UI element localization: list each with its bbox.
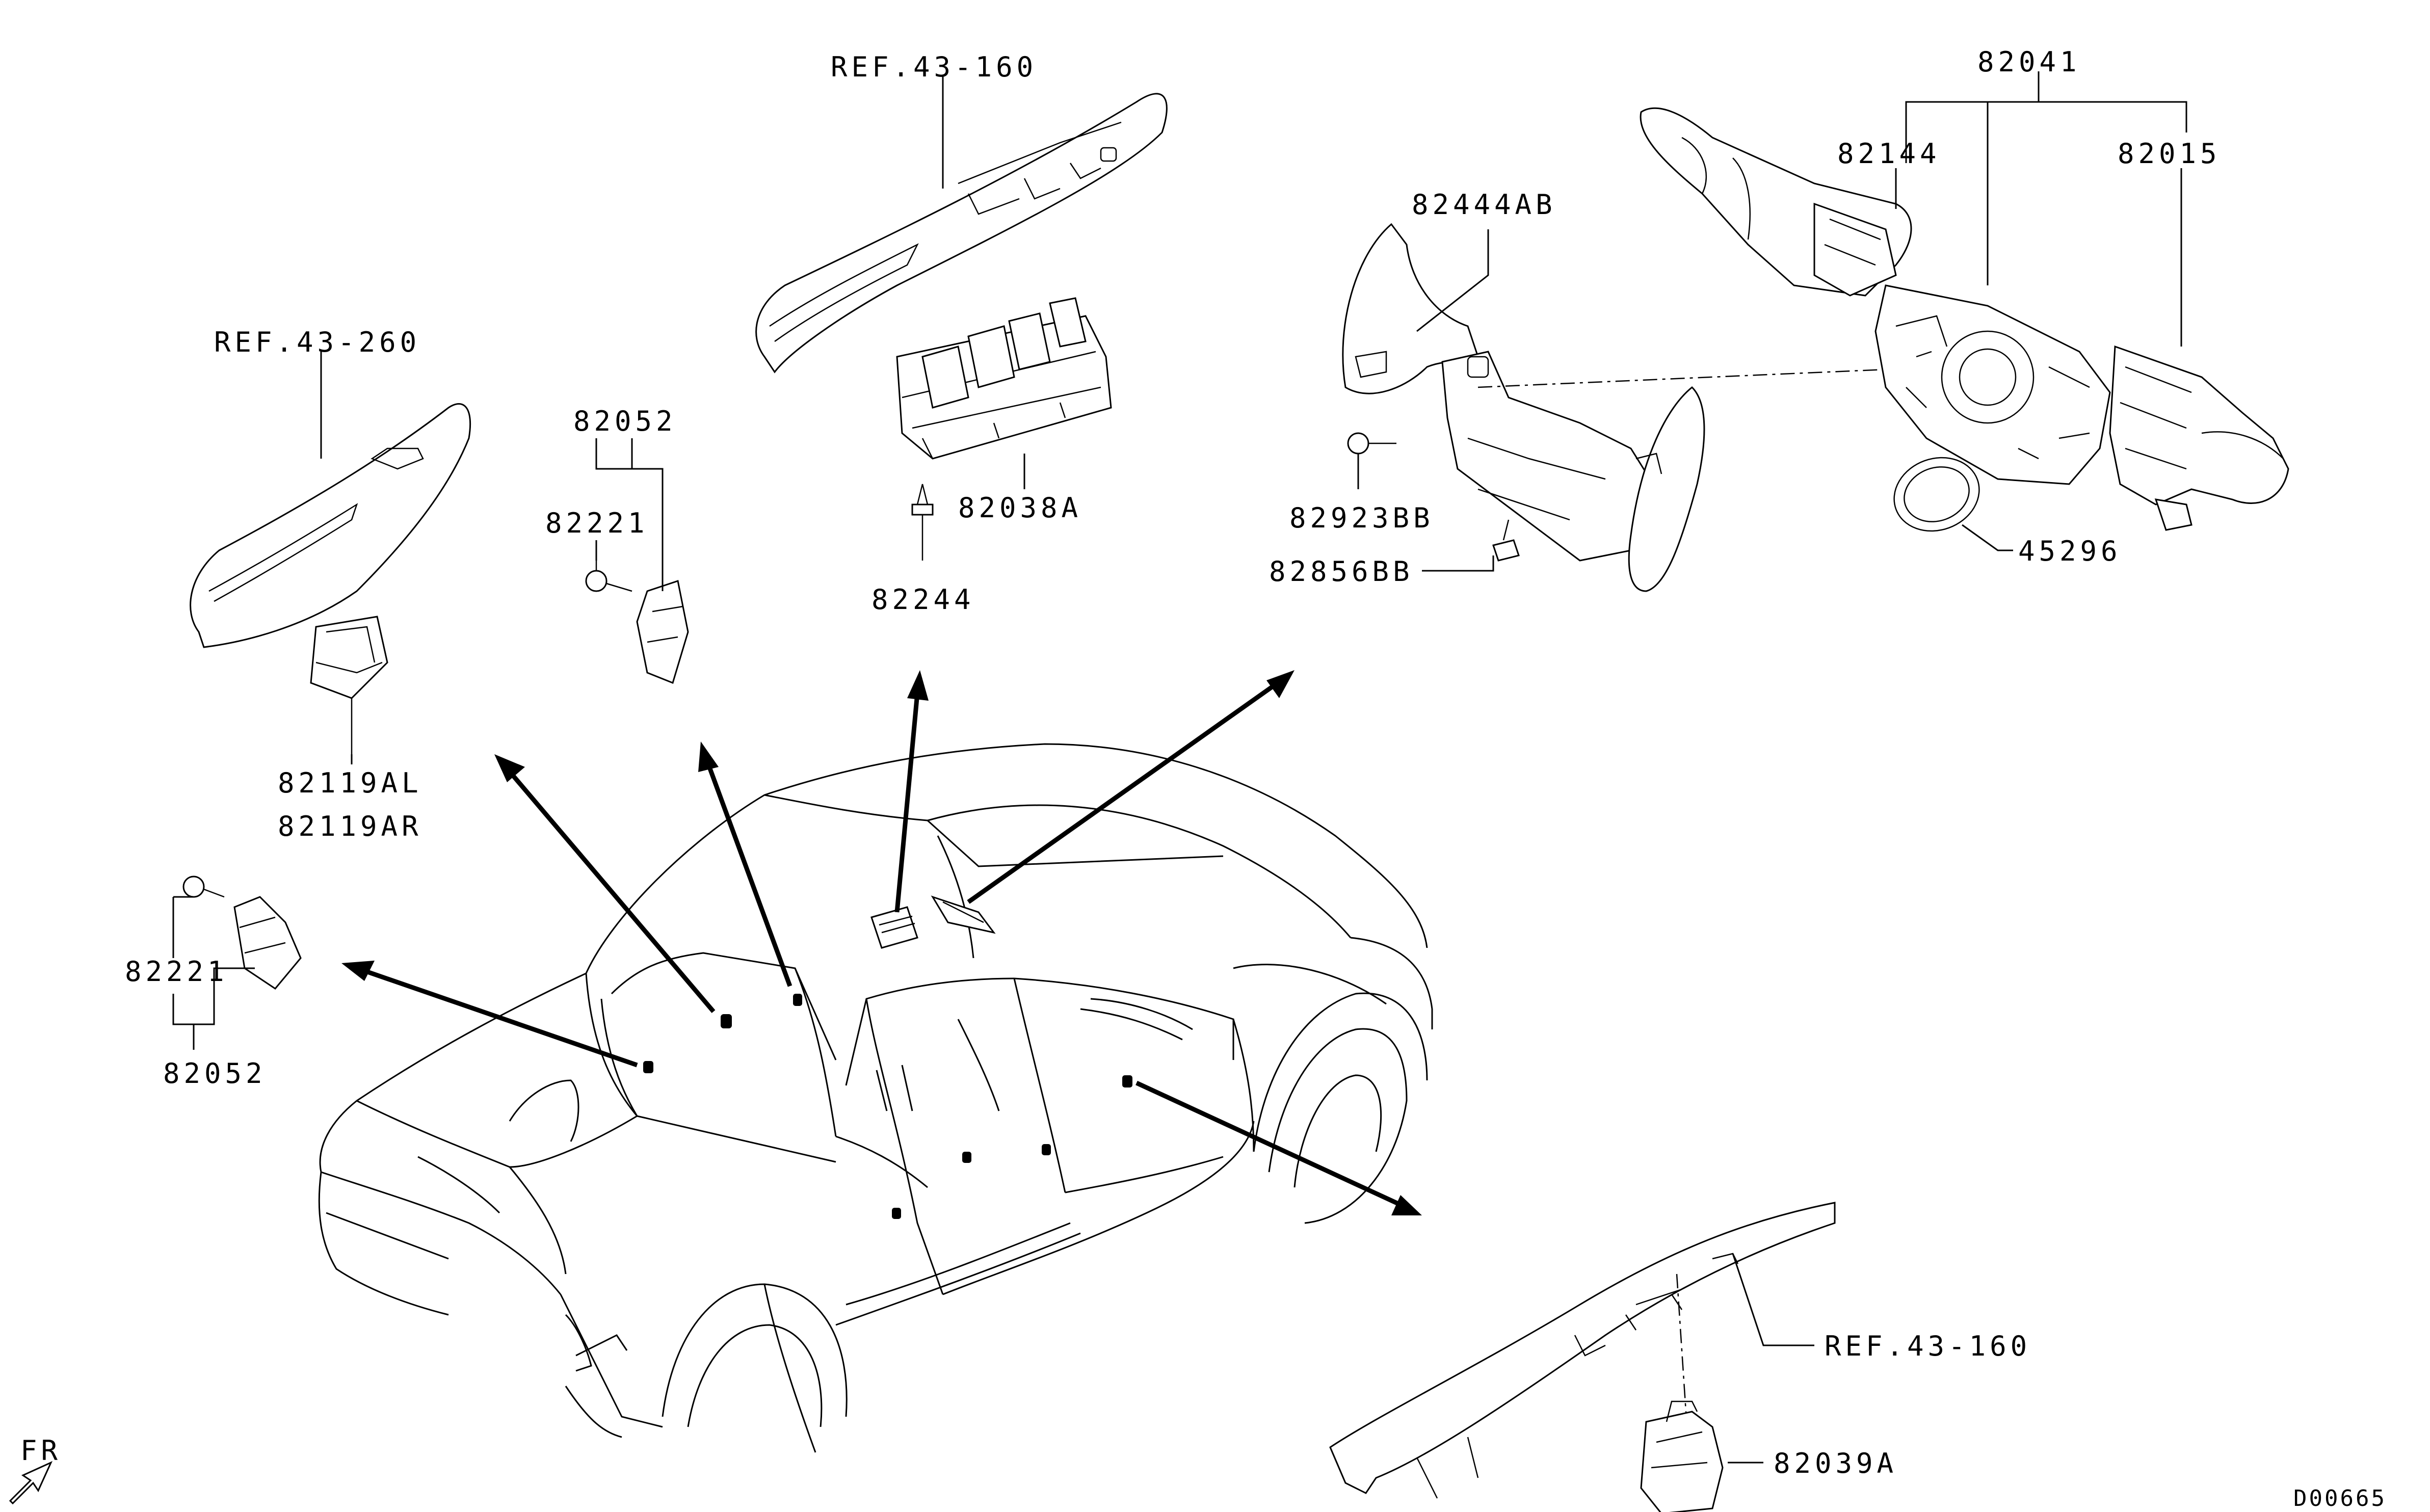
diagram-code: D00665 <box>2293 1486 2387 1511</box>
label-82119al: 82119AL <box>278 767 422 799</box>
label-82015: 82015 <box>2118 138 2221 170</box>
label-ref-43-160-bottom: REF.43-160 <box>1825 1330 2031 1362</box>
label-ref-43-160-top: REF.43-160 <box>831 51 1037 83</box>
label-82052-top: 82052 <box>573 405 677 437</box>
alignment-line <box>1477 368 1886 388</box>
part-labels: REF.43-160 REF.43-260 82052 82221 82038A… <box>20 46 2387 1511</box>
label-fr: FR <box>20 1435 62 1467</box>
door-trim-bottom <box>1329 1202 1836 1499</box>
power-window-switch-82038A <box>896 297 1112 460</box>
switch-82052-left <box>182 876 302 990</box>
label-82119ar: 82119AR <box>278 810 422 842</box>
front-direction-indicator <box>9 1461 53 1505</box>
column-switch-82041 <box>1640 107 2289 531</box>
label-82041: 82041 <box>1977 46 2081 78</box>
window-switch-82119 <box>310 616 388 754</box>
paddle-shift-82444AB <box>1342 223 1705 592</box>
location-arrows <box>341 670 1422 1215</box>
label-82221-left: 82221 <box>125 956 228 988</box>
screw-82244 <box>911 484 934 561</box>
label-82923bb: 82923BB <box>1289 502 1434 534</box>
label-82244: 82244 <box>871 583 975 616</box>
door-trim-top <box>755 93 1168 374</box>
label-82039a: 82039A <box>1774 1447 1897 1479</box>
label-45296: 45296 <box>2018 535 2122 567</box>
label-82221-top: 82221 <box>545 507 649 539</box>
leader-lines <box>172 71 2187 1464</box>
ring-45296 <box>1893 457 1980 532</box>
screws-82923BB-82856BB <box>1347 432 1520 562</box>
label-82144: 82144 <box>1837 138 1941 170</box>
switch-82039A <box>1640 1400 1724 1512</box>
vehicle-outline <box>318 743 1433 1453</box>
label-ref-43-260: REF.43-260 <box>214 326 420 358</box>
label-82444ab: 82444AB <box>1412 189 1556 221</box>
label-82038a: 82038A <box>958 492 1082 524</box>
door-trim-rear <box>190 403 471 648</box>
label-82052-left: 82052 <box>163 1057 267 1090</box>
label-82856bb: 82856BB <box>1269 555 1414 588</box>
switch-82052-top <box>585 561 689 684</box>
